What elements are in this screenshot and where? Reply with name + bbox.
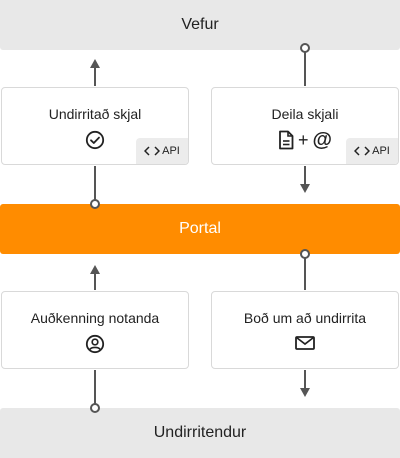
share-document-title: Deila skjali: [271, 106, 339, 122]
portal-band: Portal: [0, 204, 400, 254]
arrow-up-icon: [90, 265, 100, 274]
share-document-card: Deila skjali + @ API: [211, 87, 399, 165]
api-badge-label: API: [162, 145, 180, 157]
api-badge-label: API: [372, 145, 390, 157]
arrow-down-icon: [300, 184, 310, 193]
web-band: Vefur: [0, 0, 400, 50]
invite-to-sign-title: Boð um að undirrita: [243, 310, 367, 326]
invite-to-sign-card: Boð um að undirrita: [211, 291, 399, 369]
plus-sign: +: [297, 130, 309, 150]
portal-band-label: Portal: [179, 220, 221, 237]
authenticate-user-title: Auðkenning notanda: [30, 310, 160, 326]
signers-band-label: Undirritendur: [153, 424, 247, 441]
code-brackets-icon: [354, 146, 371, 156]
api-badge: API: [136, 138, 188, 164]
signers-band: Undirritendur: [0, 408, 400, 458]
at-sign-icon: @: [312, 129, 333, 151]
check-circle-icon: [85, 130, 105, 150]
authenticate-user-card: Auðkenning notanda: [1, 291, 189, 369]
web-band-label: Vefur: [181, 16, 219, 33]
code-brackets-icon: [144, 146, 161, 156]
arrow-down-icon: [300, 388, 310, 397]
envelope-icon: [295, 336, 315, 350]
user-circle-icon: [85, 334, 105, 354]
sign-document-title: Undirritað skjal: [48, 106, 142, 122]
document-icon: [279, 130, 294, 150]
sign-document-card: Undirritað skjal API: [1, 87, 189, 165]
api-badge: API: [346, 138, 398, 164]
arrow-up-icon: [90, 59, 100, 68]
